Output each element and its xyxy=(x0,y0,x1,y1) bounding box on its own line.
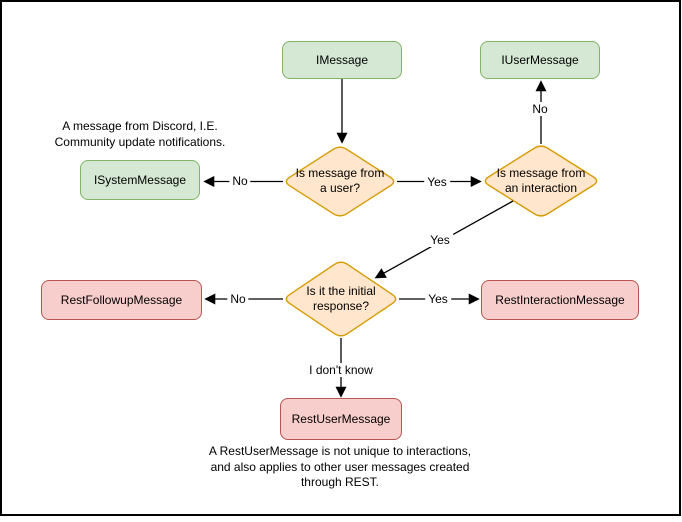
node-isystemmessage: ISystemMessage xyxy=(80,160,200,200)
node-restinteractionmessage: RestInteractionMessage xyxy=(481,280,639,320)
edge-label-user-no: No xyxy=(229,174,251,188)
decision-is-from-interaction-shape xyxy=(484,145,598,217)
caption-system-note-line2: Community update notifications. xyxy=(54,134,226,149)
edge-label-initial-no: No xyxy=(227,292,249,306)
node-restfollowupmessage: RestFollowupMessage xyxy=(41,280,202,320)
caption-system-note-line1: A message from Discord, I.E. xyxy=(62,119,218,133)
decision-is-from-user-shape xyxy=(285,146,395,217)
node-iusermessage: IUserMessage xyxy=(480,41,600,79)
caption-restuser-note-line1: A RestUserMessage is not unique to inter… xyxy=(208,444,472,458)
edge-label-initial-yes: Yes xyxy=(425,292,451,306)
caption-restuser-note: A RestUserMessage is not unique to inter… xyxy=(180,444,500,491)
node-imessage: IMessage xyxy=(282,41,402,79)
caption-restuser-note-line3: through REST. xyxy=(300,475,380,489)
caption-system-note: A message from Discord, I.E. Community u… xyxy=(35,119,245,150)
caption-restuser-note-line2: and also applies to other user messages … xyxy=(210,459,470,474)
edge-label-interaction-yes: Yes xyxy=(427,233,453,247)
edge-label-initial-unknown: I don't know xyxy=(306,363,376,377)
node-restusermessage: RestUserMessage xyxy=(280,398,402,440)
edge-label-interaction-no: No xyxy=(529,102,551,116)
decision-is-initial-response-shape xyxy=(285,261,397,337)
edge-label-user-yes: Yes xyxy=(424,175,450,189)
